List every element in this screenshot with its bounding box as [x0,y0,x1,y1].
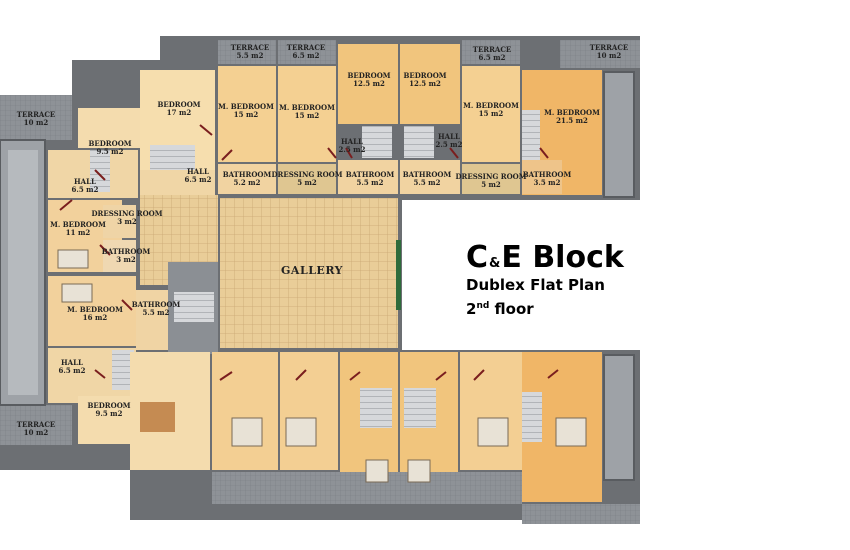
room-bath-left [103,240,136,272]
room-dress-top-2 [462,164,520,194]
room-bed-top-4 [400,44,460,124]
room-bedroom-left-top [78,108,140,148]
stair-left-top [90,150,110,192]
stair-bottom-mid-1 [360,388,392,428]
plan-title: C&E Block [466,240,624,275]
room-bath-top-3 [400,160,460,194]
stair-top-mid-1 [362,126,392,158]
stair-left-bot [112,350,134,390]
room-bath-top-2 [338,160,398,194]
terrace-left-bottom [0,405,72,445]
room-bath-top-4 [522,160,562,194]
balcony-right-bottom [603,354,635,481]
terrace-top-3 [462,40,520,64]
room-bottom-1 [212,352,278,470]
terrace-top-1 [218,40,276,64]
stair-top-mid-2 [404,126,434,158]
stair-top-left [150,145,195,170]
room-dress-top-1 [278,164,336,194]
room-bedroom-left-bot [78,396,140,444]
terrace-top-2 [278,40,336,64]
room-bed-top-3 [338,44,398,124]
door-marks [59,124,559,381]
room-bottom-left-bed [140,402,175,432]
gallery-floor [220,198,398,348]
label-gallery: GALLERY [281,264,343,277]
stair-top-right [522,110,540,160]
stair-bottom-mid-2 [404,388,436,428]
stair-bottom-right [522,392,542,442]
room-hall-top-left [140,170,215,195]
bed-icons [57,249,587,483]
plan-subtitle: Dublex Flat Plan [466,276,605,294]
room-mbed-top-5 [462,66,520,162]
room-bath-top-1 [218,164,276,194]
room-dressing-left [103,205,136,238]
balcony-right-top [603,71,635,198]
room-mbed-top-2 [278,66,336,162]
terrace-left-top [0,95,72,140]
plan-floor: 2nd floor [466,300,534,318]
room-mbed-top-1 [218,66,276,162]
room-bottom-2 [280,352,338,470]
terrace-right-top [560,40,640,68]
room-bottom-5 [460,352,522,470]
